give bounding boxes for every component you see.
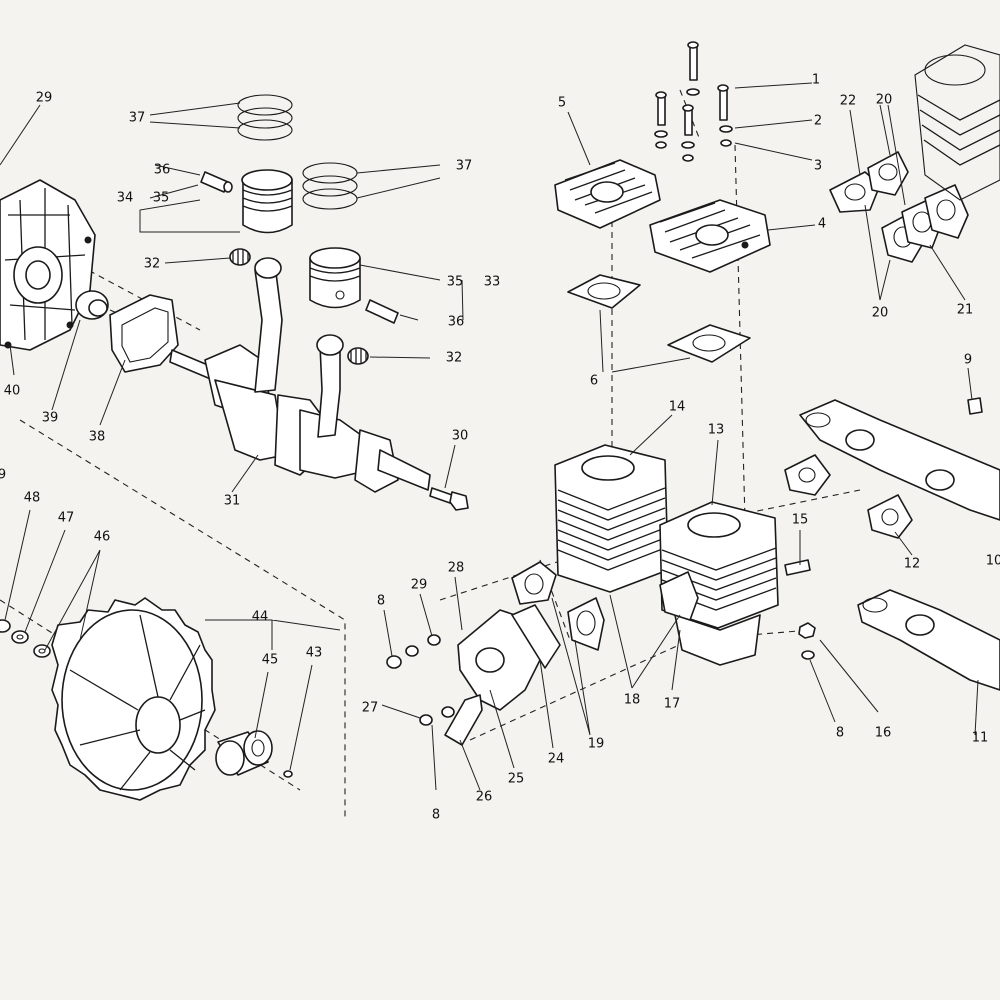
label-29-left: 29	[36, 91, 53, 106]
label-9-right: 9	[964, 353, 972, 368]
exhaust-manifold-11	[857, 589, 1000, 691]
flywheel	[51, 597, 216, 801]
label-30: 30	[452, 429, 469, 444]
label-35-lower: 35	[447, 275, 464, 290]
label-39: 39	[42, 411, 59, 426]
label-25: 25	[508, 772, 525, 787]
cylinder-head-5	[554, 159, 661, 229]
stud-9	[967, 397, 983, 415]
label-20-top: 20	[876, 93, 893, 108]
intake-gaskets	[511, 561, 699, 651]
cylinder-14	[554, 444, 669, 593]
label-35-upper: 35	[153, 191, 170, 206]
label-10: 10	[986, 554, 1000, 569]
label-13: 13	[708, 423, 725, 438]
label-37-lower: 37	[456, 159, 473, 174]
label-40: 40	[4, 384, 21, 399]
label-9-left-edge: 9	[0, 468, 6, 483]
washers-left	[0, 619, 51, 658]
intake-manifold	[457, 604, 561, 711]
engine-assembly-sketch	[914, 44, 1000, 201]
label-20-bottom: 20	[872, 306, 889, 321]
label-12: 12	[904, 557, 921, 572]
label-33: 33	[484, 275, 501, 290]
label-48: 48	[24, 491, 41, 506]
stud-15	[784, 559, 811, 576]
label-17: 17	[664, 697, 681, 712]
piston-upper	[241, 169, 293, 234]
label-8-center-bottom: 8	[432, 808, 440, 823]
label-31: 31	[224, 494, 241, 509]
label-45: 45	[262, 653, 279, 668]
label-28: 28	[448, 561, 465, 576]
label-8-right: 8	[836, 726, 844, 741]
washers-center	[386, 634, 455, 726]
label-3: 3	[814, 159, 822, 174]
label-43: 43	[306, 646, 323, 661]
label-32-lower: 32	[446, 351, 463, 366]
label-22: 22	[840, 94, 857, 109]
label-24: 24	[548, 752, 565, 767]
label-15: 15	[792, 513, 809, 528]
label-8-center-top: 8	[377, 594, 385, 609]
label-29-center: 29	[411, 578, 428, 593]
crankcase-cover	[0, 179, 96, 351]
label-1: 1	[812, 73, 820, 88]
label-46: 46	[94, 530, 111, 545]
label-38: 38	[89, 430, 106, 445]
crankshaft	[169, 257, 431, 493]
piston-pin-lower	[365, 299, 399, 324]
label-36-upper: 36	[154, 163, 171, 178]
needle-bearing-lower	[347, 347, 369, 365]
callout-labels: 1 2 3 4 5 6 8 8 8 9 9 10 11 12 13 14 15 …	[0, 73, 1000, 823]
label-34: 34	[117, 191, 134, 206]
bracket-26	[444, 694, 483, 746]
nuts-right	[798, 622, 816, 660]
label-27: 27	[362, 701, 379, 716]
label-26: 26	[476, 790, 493, 805]
label-19: 19	[588, 737, 605, 752]
cylinder-head-4	[649, 199, 771, 273]
exhaust-manifold-10	[799, 399, 1000, 521]
label-21: 21	[957, 303, 974, 318]
piston-pin-upper	[200, 171, 233, 193]
bearing-39	[75, 290, 109, 320]
piston-rings-upper	[237, 94, 293, 141]
pin-43	[283, 770, 293, 778]
label-6: 6	[590, 374, 598, 389]
exhaust-gasket-12	[784, 454, 913, 539]
head-bolts	[654, 41, 733, 162]
label-32-upper: 32	[144, 257, 161, 272]
label-18: 18	[624, 693, 641, 708]
label-4: 4	[818, 217, 826, 232]
needle-bearing-upper	[229, 248, 251, 266]
bearing-45	[215, 730, 273, 776]
label-47: 47	[58, 511, 75, 526]
bolt-30	[429, 487, 469, 511]
label-36-lower: 36	[448, 315, 465, 330]
label-16: 16	[875, 726, 892, 741]
label-37-upper: 37	[129, 111, 146, 126]
gasket-38	[109, 294, 179, 373]
exhaust-gaskets-top	[829, 151, 969, 263]
label-11: 11	[972, 731, 989, 746]
label-2: 2	[814, 114, 822, 129]
label-14: 14	[669, 400, 686, 415]
head-gaskets	[567, 274, 751, 363]
piston-lower	[309, 247, 361, 309]
piston-rings-lower	[302, 162, 358, 210]
label-44: 44	[252, 610, 269, 625]
leader-lines	[0, 82, 979, 791]
label-5: 5	[558, 96, 566, 111]
